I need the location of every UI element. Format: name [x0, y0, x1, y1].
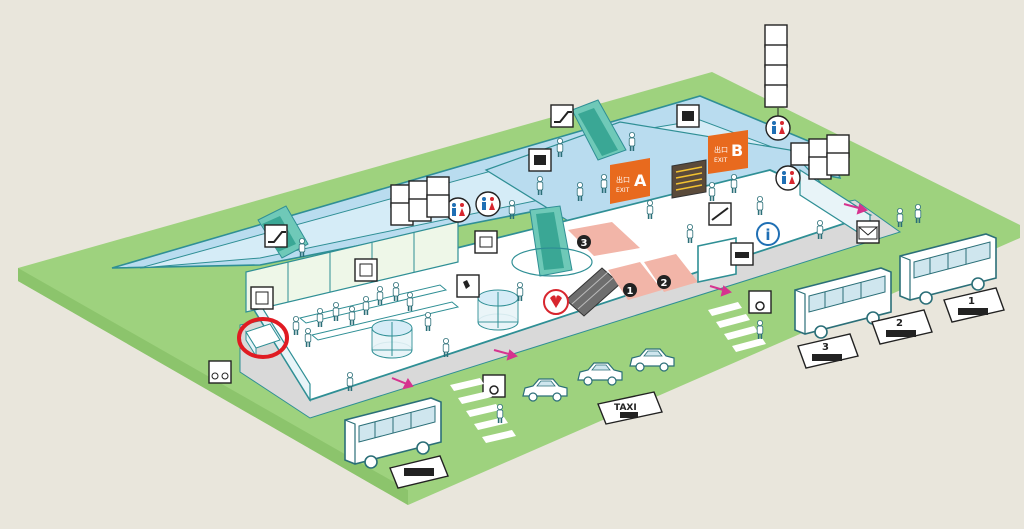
bus-stop-sign-3: 3 [797, 333, 859, 369]
stair-1-number: 1 [627, 286, 634, 297]
escalator-center [511, 205, 593, 277]
restroom-icon-2 [475, 191, 501, 217]
restroom-icon [445, 197, 471, 223]
door-arrow-right [493, 349, 518, 361]
wheelchair-icon-2 [748, 290, 772, 314]
exit-sign-a: 出口 EXIT A [610, 158, 650, 204]
restroom-icon-3 [765, 115, 791, 141]
stair-zone-2 [644, 254, 698, 292]
bus-stop-sign-1: 1 [943, 287, 1005, 323]
door-arrow-center [709, 285, 732, 297]
door-arrow-left [391, 377, 414, 390]
elevator-icon [250, 286, 274, 310]
stair-2-number: 2 [661, 278, 668, 289]
bus-stop-sign-front [389, 455, 449, 489]
info-icon[interactable]: i [756, 222, 780, 246]
stair-marker-3: 3 [577, 235, 591, 249]
info-glyph: i [765, 226, 770, 244]
door-arrow-side [843, 203, 868, 215]
aed-icon [543, 289, 569, 315]
taxi-icon [620, 412, 638, 418]
bus-icon [404, 468, 434, 476]
bus-icon-3 [812, 354, 842, 361]
exit-b-letter: B [731, 141, 743, 160]
luggage-icon-2 [676, 104, 700, 128]
revolving-door-left[interactable] [371, 319, 413, 359]
bus-icon-2 [886, 330, 916, 337]
phone-icon [456, 274, 480, 298]
departures-icon [708, 202, 732, 226]
luggage-icon [528, 148, 552, 172]
exit-b-code: 出口 [714, 145, 728, 154]
bus-stop-sign-2: 2 [871, 309, 933, 345]
flight-info-board [671, 159, 707, 199]
stair-marker-2: 2 [657, 275, 671, 289]
atm-icon [474, 230, 498, 254]
exit-sign-b: 出口 EXIT B [708, 130, 748, 174]
crosswalk-left [450, 378, 516, 443]
elevator-icon-2 [354, 258, 378, 282]
rental-car-icon [730, 242, 754, 266]
exit-b-label: EXIT [714, 157, 728, 164]
exit-a-letter: A [634, 171, 647, 190]
crosswalk-right [708, 302, 766, 352]
facility-signs-upper-right [764, 24, 788, 116]
center-door[interactable] [697, 237, 737, 283]
escalator-icon-2 [264, 224, 288, 248]
bus-icon-1 [958, 308, 988, 315]
restroom-icon-4 [775, 165, 801, 191]
highlighted-location[interactable] [237, 317, 289, 359]
bus-stop-2-number: 2 [896, 318, 903, 329]
bicycle-icon [208, 360, 232, 384]
revolving-door-right[interactable] [477, 289, 519, 331]
stair-3-number: 3 [581, 238, 588, 249]
wheelchair-icon [482, 374, 506, 398]
ground-edge [18, 268, 408, 505]
escalator-upper [571, 99, 627, 161]
exit-a-code: 出口 [616, 175, 630, 184]
escalator-icon [550, 104, 574, 128]
taxi-label: TAXI [614, 403, 637, 413]
taxi-sign: TAXI [597, 391, 663, 425]
stair-zone-1 [608, 262, 662, 300]
bus-stop-1-number: 1 [968, 296, 975, 307]
highlight-circle [237, 317, 289, 359]
stair-marker-1: 1 [623, 283, 637, 297]
mail-icon [856, 220, 880, 244]
exit-a-label: EXIT [616, 187, 630, 194]
bus-stop-3-number: 3 [822, 342, 829, 353]
